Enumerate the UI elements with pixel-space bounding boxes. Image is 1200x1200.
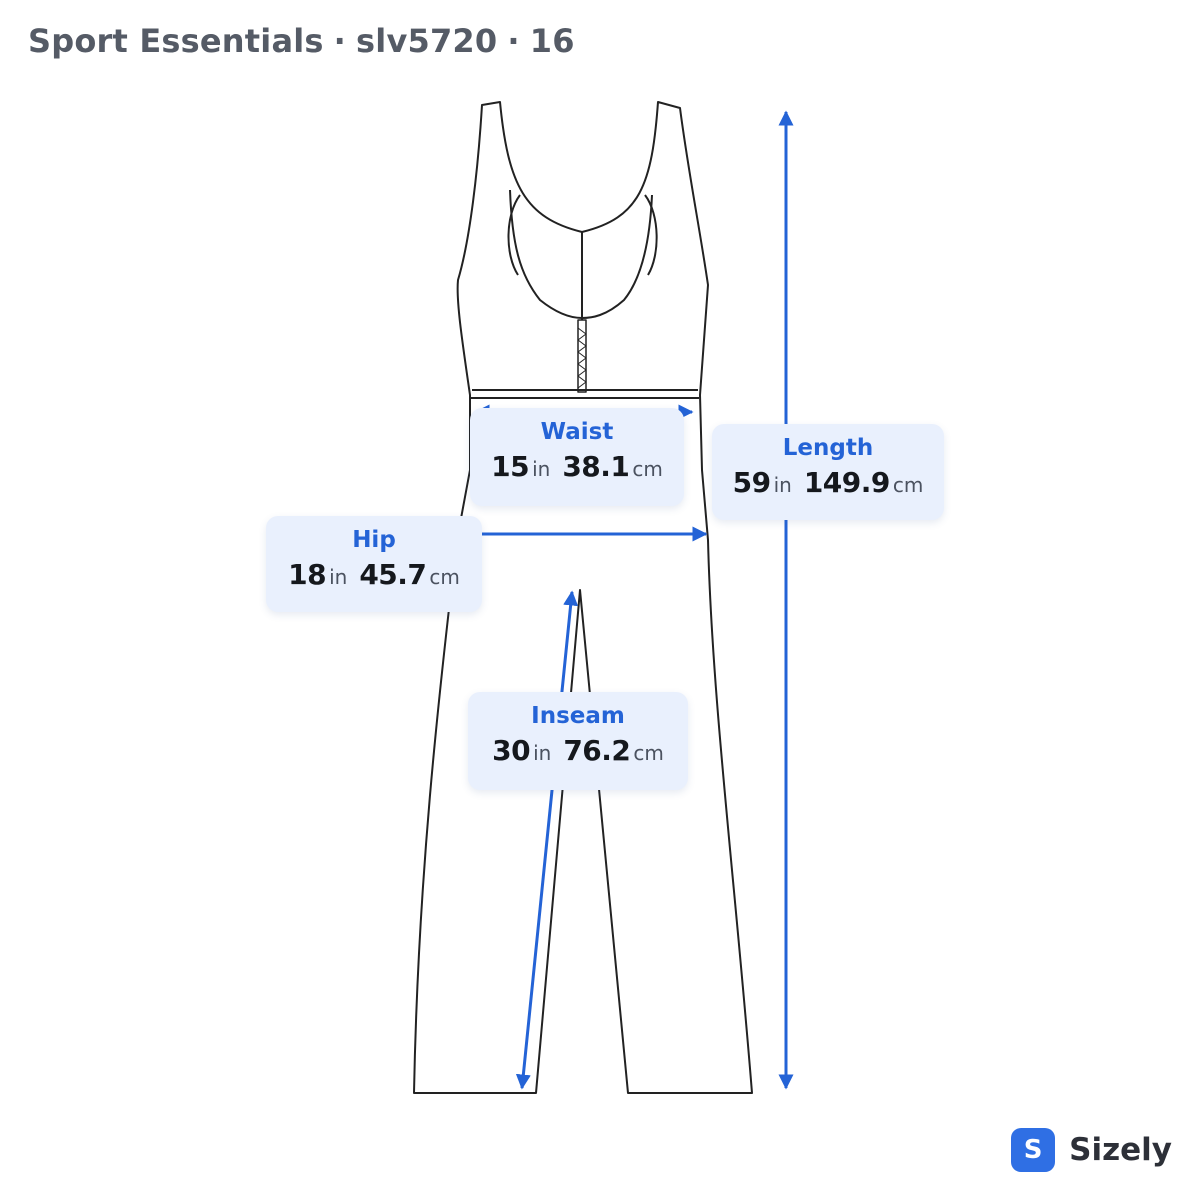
brand-name: Sport Essentials <box>28 22 324 60</box>
inseam-in-unit: in <box>533 741 552 765</box>
length-cm-unit: cm <box>892 473 924 497</box>
hip-label: Hip <box>352 527 396 553</box>
hip-in: 18 <box>288 558 327 591</box>
inseam-label: Inseam <box>531 703 625 729</box>
waist-in: 15 <box>491 450 530 483</box>
zipper-teeth <box>577 327 587 389</box>
inseam-cm-unit: cm <box>633 741 664 765</box>
sizely-name: Sizely <box>1069 1132 1172 1168</box>
title-separator-2: · <box>507 22 520 60</box>
waist-label: Waist <box>540 419 614 445</box>
left-armhole <box>507 194 521 276</box>
waist-cm: 38.1 <box>562 450 630 483</box>
hip-cm: 45.7 <box>359 558 427 591</box>
waist-in-unit: in <box>532 457 551 481</box>
inseam-in: 30 <box>492 734 531 767</box>
inseam-arrow <box>515 590 579 1090</box>
right-armhole <box>644 194 658 276</box>
sku: slv5720 <box>356 22 498 60</box>
hip-cm-unit: cm <box>429 565 460 589</box>
page-title: Sport Essentials·slv5720·16 <box>28 22 575 60</box>
title-separator: · <box>333 22 347 60</box>
jumpsuit-outline <box>413 101 753 1094</box>
length-cm: 149.9 <box>803 466 891 499</box>
brand-badge: S Sizely <box>1011 1128 1172 1172</box>
sizely-logo-icon: S <box>1011 1128 1056 1172</box>
size: 16 <box>529 22 575 60</box>
length-label: Length <box>782 435 874 461</box>
waist-cm-unit: cm <box>632 457 663 481</box>
hip-in-unit: in <box>329 565 348 589</box>
zipper <box>577 319 587 393</box>
length-in: 59 <box>732 466 771 499</box>
inseam-cm: 76.2 <box>563 734 631 767</box>
length-in-unit: in <box>773 473 792 497</box>
